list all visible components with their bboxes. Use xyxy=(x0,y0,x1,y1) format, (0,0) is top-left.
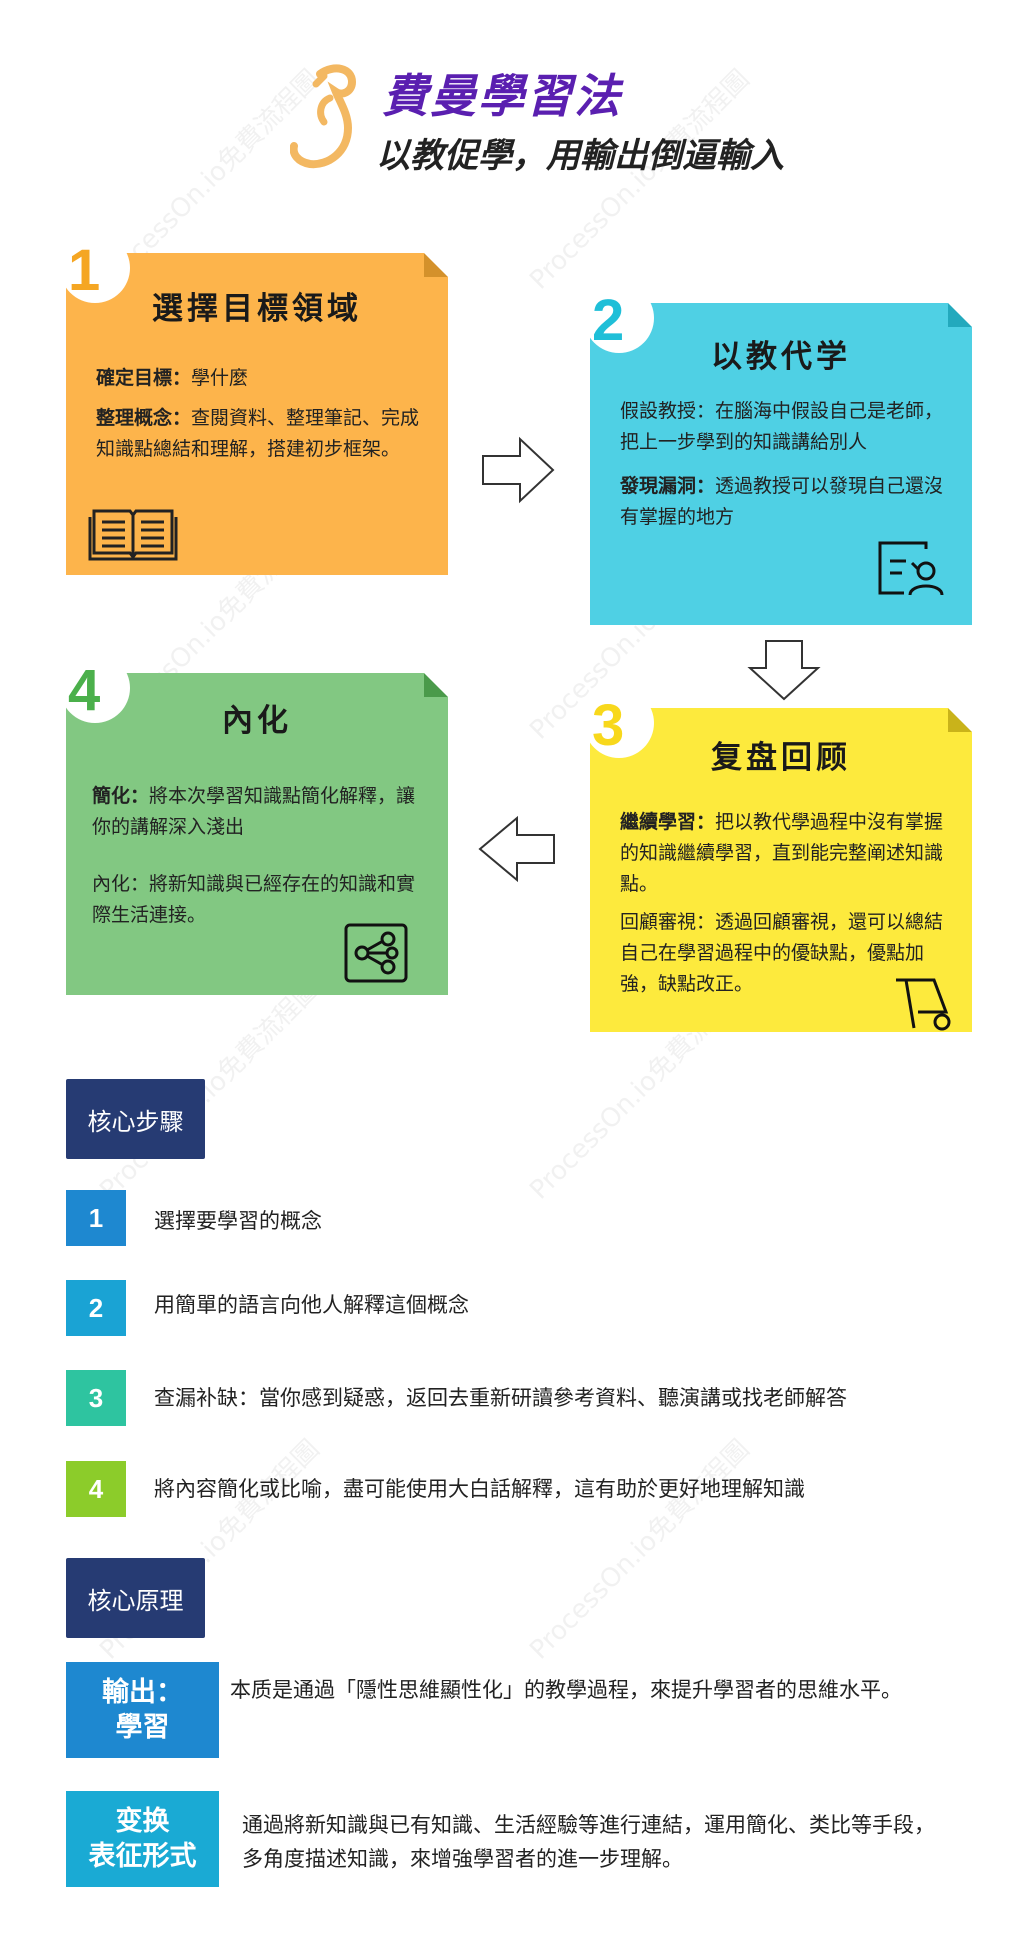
page-title: 費曼學習法 xyxy=(382,69,622,123)
step-number: 3 xyxy=(592,693,625,758)
card-fold-corner xyxy=(948,303,972,327)
paragraph-text: 學什麼 xyxy=(191,367,249,389)
step-number-bg xyxy=(60,233,130,303)
card-paragraph: 發現漏洞：透過教授可以發現自己還沒有掌握的地方 xyxy=(620,471,956,533)
core-step-text: 用簡單的語言向他人解釋這個概念 xyxy=(154,1293,469,1317)
presenter-icon xyxy=(878,541,944,596)
watermark: ProcessOn.io免費流程圖 xyxy=(524,1434,756,1666)
arrow-right-icon xyxy=(482,436,555,504)
card-title: 以教代学 xyxy=(711,339,851,375)
seahorse-logo-icon xyxy=(290,64,357,169)
card-paragraph: 回顧審視：透過回顧審視，還可以總結自己在學習過程中的優缺點，優點加強，缺點改正。 xyxy=(620,907,956,999)
section-tag-core-principles: 核心原理 xyxy=(66,1558,205,1638)
section-tag-core-steps: 核心步驟 xyxy=(66,1079,205,1159)
paragraph-text: 透過教授可以發現自己還沒有掌握的地方 xyxy=(620,475,944,528)
core-step-number: 1 xyxy=(66,1190,126,1246)
paragraph-text: 回顧審視：透過回顧審視，還可以總結自己在學習過程中的優缺點，優點加強，缺點改正。 xyxy=(620,911,944,995)
card-title: 內化 xyxy=(222,703,292,739)
page-subtitle: 以教促學，用輸出倒逼輸入 xyxy=(376,136,784,176)
step-card-3: 3 复盘回顾 繼續學習：把以教代學過程中沒有掌握的知識繼續學習，直到能完整阐述知… xyxy=(584,688,972,1032)
card-fold-corner xyxy=(424,253,448,277)
arrow-left-icon xyxy=(478,815,555,883)
step-number: 1 xyxy=(68,238,101,303)
arrow-down-icon xyxy=(747,640,821,701)
paragraph-text: 把以教代學過程中沒有掌握的知識繼續學習，直到能完整阐述知識點。 xyxy=(620,811,944,895)
step-card-1: 1 選擇目標領域 確定目標：學什麼 整理概念：查閱資料、整理筆記、完成知識點總結… xyxy=(60,233,448,575)
card-fold-corner xyxy=(424,673,448,697)
principle-tag: 輸出： 學習 xyxy=(66,1662,219,1758)
share-network-icon xyxy=(344,923,408,983)
core-step-number: 3 xyxy=(66,1370,126,1426)
paragraph-label: 發現漏洞： xyxy=(620,475,716,497)
paragraph-label: 繼續學習： xyxy=(620,811,716,833)
book-icon xyxy=(88,509,178,561)
step-number-bg xyxy=(584,688,654,758)
core-step-text: 選擇要學習的概念 xyxy=(154,1209,322,1233)
step-number-bg xyxy=(60,653,130,723)
step-card-4: 4 內化 簡化：將本次學習知識點簡化解釋，讓你的講解深入淺出 內化：將新知識與已… xyxy=(60,653,448,995)
principle-text: 本质是通過「隱性思維顯性化」的教學過程，來提升學習者的思維水平。 xyxy=(230,1678,902,1702)
card-fold-corner xyxy=(948,708,972,732)
card-title: 复盘回顾 xyxy=(711,740,851,776)
core-step-number: 4 xyxy=(66,1461,126,1517)
card-title: 選擇目標領域 xyxy=(152,291,362,327)
card-paragraph: 繼續學習：把以教代學過程中沒有掌握的知識繼續學習，直到能完整阐述知識點。 xyxy=(620,807,956,899)
paragraph-label: 簡化： xyxy=(92,785,150,807)
principle-text: 通過將新知識與已有知識、生活經驗等進行連結，運用簡化、类比等手段，多角度描述知識… xyxy=(242,1813,935,1871)
paragraph-text: 內化：將新知識與已經存在的知識和實際生活連接。 xyxy=(92,873,416,926)
paragraph-text: 將本次學習知識點簡化解釋，讓你的講解深入淺出 xyxy=(92,785,416,838)
step-number: 2 xyxy=(592,288,625,353)
step-card-2: 2 以教代学 假設教授：在腦海中假設自己是老師，把上一步學到的知識講給別人 發現… xyxy=(584,283,972,625)
card-paragraph: 假設教授：在腦海中假設自己是老師，把上一步學到的知識講給別人 xyxy=(620,396,956,458)
paragraph-label: 確定目標： xyxy=(96,367,192,389)
paragraph-label: 整理概念： xyxy=(96,407,192,429)
step-number-bg xyxy=(584,283,654,353)
core-step-text: 查漏补缺：當你感到疑惑，返回去重新研讀參考資料、聽演講或找老師解答 xyxy=(154,1386,847,1410)
cart-icon xyxy=(896,978,951,1031)
paragraph-text: 查閱資料、整理筆記、完成知識點總結和理解，搭建初步框架。 xyxy=(96,407,420,460)
paragraph-text: 假設教授：在腦海中假設自己是老師，把上一步學到的知識講給別人 xyxy=(620,400,944,453)
principle-tag: 变换 表征形式 xyxy=(66,1791,219,1887)
card-paragraph: 簡化：將本次學習知識點簡化解釋，讓你的講解深入淺出 xyxy=(92,781,432,843)
step-number: 4 xyxy=(68,658,101,723)
core-step-text: 將內容簡化或比喻，盡可能使用大白話解釋，這有助於更好地理解知識 xyxy=(154,1477,805,1501)
card-paragraph: 內化：將新知識與已經存在的知識和實際生活連接。 xyxy=(92,869,432,931)
card-paragraph: 整理概念：查閱資料、整理筆記、完成知識點總結和理解，搭建初步框架。 xyxy=(96,403,432,465)
card-paragraph: 確定目標：學什麼 xyxy=(96,363,432,394)
core-step-number: 2 xyxy=(66,1280,126,1336)
